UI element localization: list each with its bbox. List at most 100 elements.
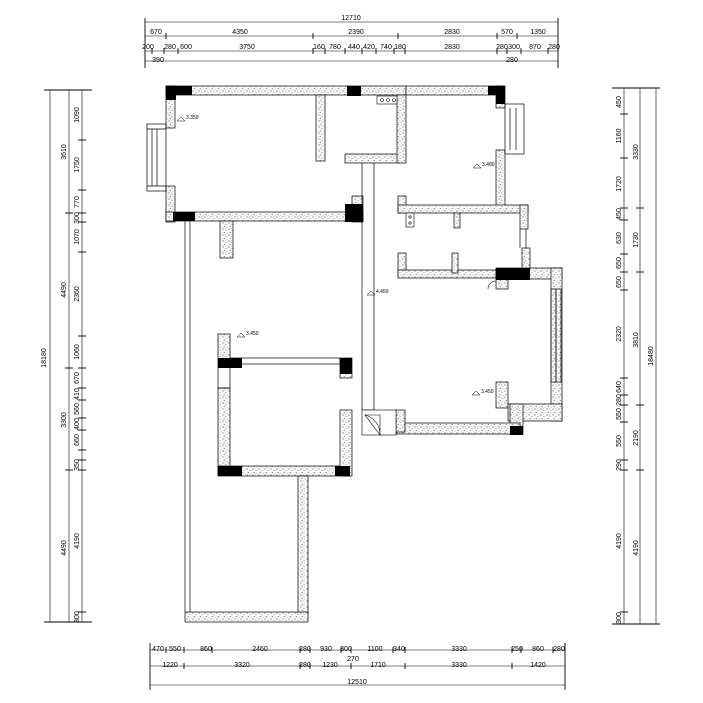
right-dim-3-14: 4190 [616,533,623,549]
bottom-dim-1-6: 930 [320,646,332,653]
bottom-total-dimension: 12510 [347,679,367,686]
top-dim-4-1: 390 [152,57,164,64]
right-dim-3-7: 650 [616,276,623,288]
walls [165,85,563,623]
top-dim-3-1: 200 [142,44,154,51]
left-dim-3-14: 4190 [74,533,81,549]
right-dim-3-9: 640 [616,381,623,393]
top-dim-2-2: 4350 [232,29,248,36]
sink-fixtures [376,95,415,228]
left-dim-3-8: 670 [74,372,81,384]
bottom-dim-2-3: 280 [299,662,311,669]
right-dim-3-12: 550 [616,435,623,447]
bottom-dim-1-9: 340 [393,646,405,653]
bottom-dim-2-6: 3330 [451,662,467,669]
svg-text:3.480: 3.480 [482,162,495,168]
bottom-dim-1-5: 280 [299,646,311,653]
right-dim-3-15: 300 [616,612,623,624]
right-dim-2-3: 3810 [633,332,640,348]
bottom-dim-1-3: 860 [200,646,212,653]
svg-text:3.450: 3.450 [481,389,494,395]
columns [166,86,530,476]
top-dim-3-2: 280 [164,44,176,51]
left-dim-3-9: 410 [74,388,81,400]
left-dim-3-4: 300 [74,212,81,224]
left-dim-3-13: 350 [74,459,81,471]
bottom-dimension-chain: 470 550 860 2460 280 930 300 1100 340 33… [149,643,566,690]
bottom-dim-2-5: 1710 [370,662,386,669]
left-dim-3-5: 1070 [74,229,81,245]
level-markers: 3.350 3.480 3.450 4.450 3.450 [176,115,495,396]
right-dim-2-4: 2190 [633,430,640,446]
top-dimension-chain: 12710 670 4350 2390 2830 570 1350 200 28… [142,15,560,68]
bottom-dim-1-13: 280 [553,646,565,653]
top-dim-2-1: 670 [150,29,162,36]
left-dim-2-2: 4490 [61,282,68,298]
left-dim-2-3: 3300 [61,412,68,428]
right-total-dimension: 18480 [648,346,655,366]
top-dim-3-10: 180 [394,44,406,51]
left-dimension-chain: 18180 3610 4490 3300 4490 1090 1750 770 … [41,89,92,623]
svg-text:3.350: 3.350 [186,115,199,121]
left-dim-3-6: 2360 [74,286,81,302]
top-dim-3-6: 780 [329,44,341,51]
level-marker-1: 3.350 [176,115,199,122]
level-marker-5: 3.450 [471,389,494,396]
top-dim-3-15: 280 [548,44,560,51]
bottom-dim-1-12: 860 [532,646,544,653]
right-dim-3-5: 630 [616,232,623,244]
left-dim-2-4: 4490 [61,540,68,556]
top-dim-2-4: 2830 [444,29,460,36]
top-dim-3-3: 600 [180,44,192,51]
right-dim-3-8: 2320 [616,326,623,342]
right-dim-3-4: 450 [616,208,623,220]
left-total-dimension: 18180 [41,348,48,368]
right-dim-3-1: 450 [616,96,623,108]
bottom-dim-1-1: 470 [152,646,164,653]
top-dim-3-13: 300 [508,44,520,51]
right-dim-3-13: 290 [616,459,623,471]
right-dim-2-2: 1730 [633,232,640,248]
top-dim-3-12: 280 [496,44,508,51]
bottom-dim-2-1: 1220 [162,662,178,669]
top-dim-2-6: 1350 [530,29,546,36]
left-dim-2-1: 3610 [61,144,68,160]
left-dim-3-1: 1090 [74,107,81,123]
right-dim-2-5: 4190 [633,540,640,556]
level-marker-2: 3.480 [472,162,495,169]
right-dim-3-10: 280 [616,394,623,406]
bottom-dim-2-4: 1230 [322,662,338,669]
top-dim-2-3: 2390 [348,29,364,36]
level-marker-3: 3.450 [236,331,259,338]
top-total-dimension: 12710 [341,15,361,22]
top-dim-3-14: 870 [529,44,541,51]
top-dim-3-11: 2830 [444,44,460,51]
top-dim-4-2: 280 [506,57,518,64]
top-dim-3-7: 440 [348,44,360,51]
bottom-dim-1-4: 2460 [252,646,268,653]
bottom-dim-1-10: 3330 [451,646,467,653]
top-dim-3-9: 740 [380,44,392,51]
left-dim-3-11: 400 [74,418,81,430]
right-dimension-chain: 18480 3330 1730 3810 2190 4190 450 1160 … [612,87,660,625]
left-dim-3-7: 1060 [74,344,81,360]
left-dim-3-15: 300 [74,611,81,623]
top-dim-3-4: 3750 [239,44,255,51]
right-dim-3-6: 650 [616,257,623,269]
svg-text:4.450: 4.450 [376,289,389,295]
top-dim-2-5: 570 [501,29,513,36]
left-dim-3-2: 1750 [74,157,81,173]
right-dim-2-1: 3330 [633,144,640,160]
bottom-dim-1-2: 550 [169,646,181,653]
top-dim-3-5: 160 [313,44,325,51]
svg-text:3.450: 3.450 [246,331,259,337]
bottom-dim-1-11: 250 [511,646,523,653]
top-dim-3-8: 420 [363,44,375,51]
bottom-dim-2-2: 3320 [234,662,250,669]
right-dim-3-3: 1720 [616,176,623,192]
right-dim-3-2: 1160 [616,128,623,143]
door-swing [361,280,497,436]
bottom-dim-1-8: 1100 [367,646,382,653]
left-dim-3-10: 560 [74,403,81,415]
